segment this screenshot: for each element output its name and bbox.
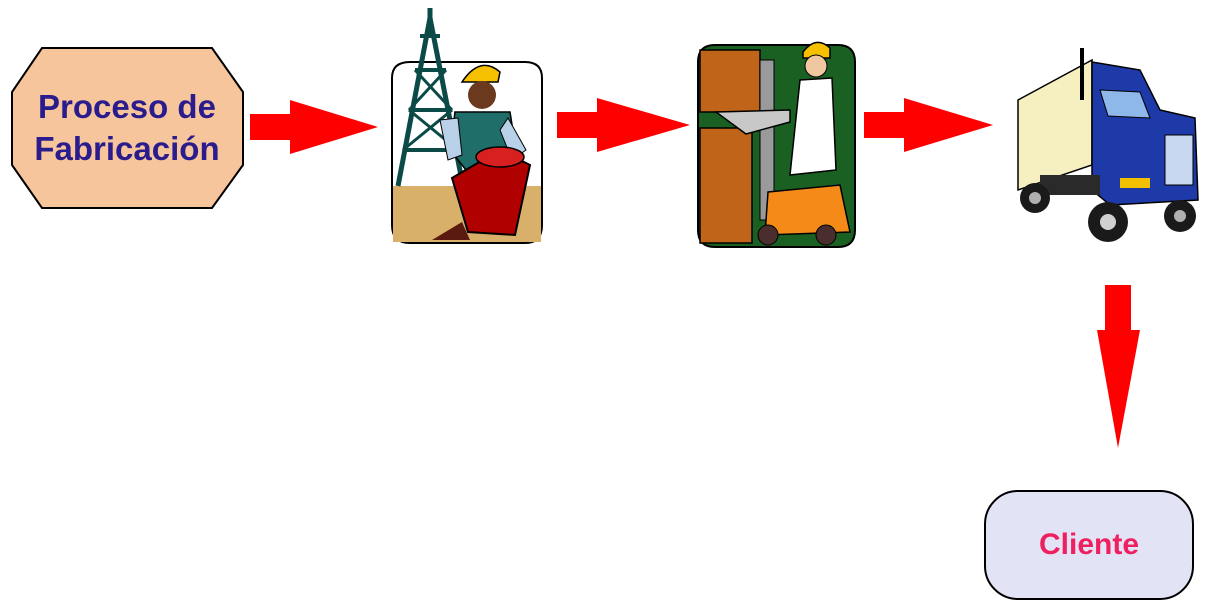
arrow-2 xyxy=(557,98,690,152)
arrow-down xyxy=(1097,285,1140,448)
end-node-cliente: Cliente xyxy=(984,490,1194,600)
end-node-label: Cliente xyxy=(1039,528,1139,562)
start-node-octagon xyxy=(12,48,243,208)
delivery-truck-icon xyxy=(1018,48,1198,242)
forklift-warehouse-icon xyxy=(698,42,855,247)
arrow-3 xyxy=(864,98,993,152)
arrow-1 xyxy=(250,100,378,154)
oil-rig-worker-icon xyxy=(392,8,542,243)
